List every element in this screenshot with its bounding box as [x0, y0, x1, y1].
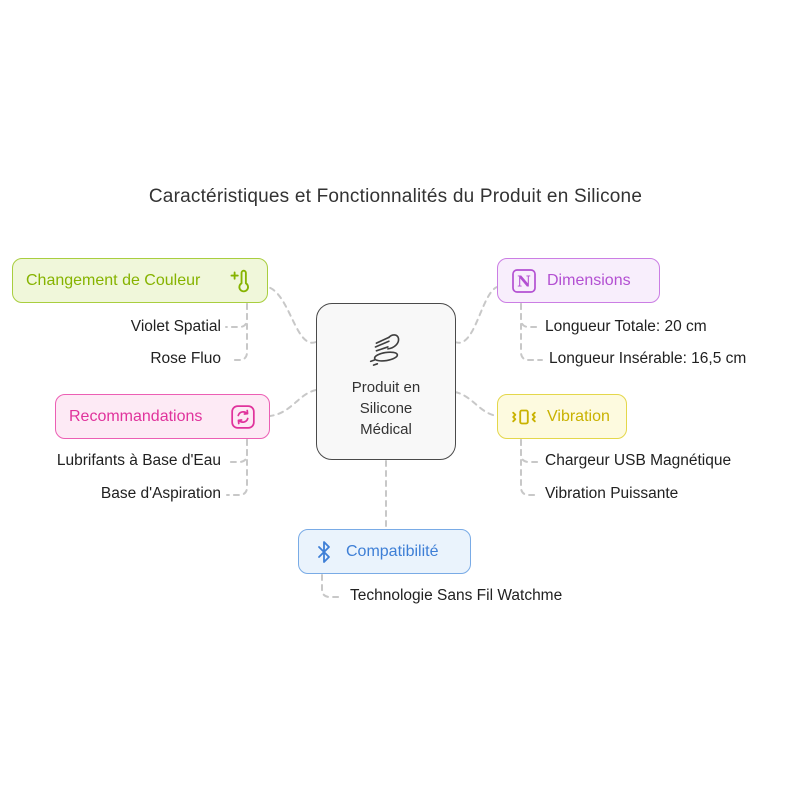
branch-changement-couleur[interactable]: Changement de Couleur — [12, 258, 268, 303]
branch-changement-couleur-label: Changement de Couleur — [26, 271, 201, 289]
leaf-vibration-puissante: Vibration Puissante — [545, 485, 679, 502]
hand-product-icon — [363, 323, 409, 369]
thermometer-plus-icon — [228, 268, 254, 294]
branch-recommandations[interactable]: Recommandations — [55, 394, 270, 439]
leaf-lubrifiants-base-eau: Lubrifants à Base d'Eau — [56, 452, 221, 469]
branch-recommandations-label: Recommandations — [69, 407, 203, 425]
branch-compatibilite-label: Compatibilité — [346, 542, 439, 560]
branch-vibration[interactable]: Vibration — [497, 394, 627, 439]
refresh-icon — [230, 404, 256, 430]
svg-text:N: N — [517, 272, 531, 290]
center-node[interactable]: Produit en Silicone Médical — [316, 303, 456, 460]
bluetooth-icon — [312, 540, 336, 564]
branch-dimensions[interactable]: N Dimensions — [497, 258, 660, 303]
center-node-label: Produit en Silicone Médical — [351, 379, 421, 438]
leaf-longueur-inserable: Longueur Insérable: 16,5 cm — [549, 350, 747, 367]
letter-n-icon: N — [511, 268, 537, 294]
leaf-base-aspiration: Base d'Aspiration — [100, 485, 221, 502]
leaf-rose-fluo: Rose Fluo — [150, 350, 221, 367]
leaf-longueur-totale: Longueur Totale: 20 cm — [545, 318, 707, 335]
leaf-chargeur-usb: Chargeur USB Magnétique — [545, 452, 732, 469]
branch-compatibilite[interactable]: Compatibilité — [298, 529, 471, 574]
leaf-technologie-sans-fil: Technologie Sans Fil Watchme — [350, 587, 563, 604]
diagram-title: Caractéristiques et Fonctionnalités du P… — [148, 186, 643, 207]
branch-dimensions-label: Dimensions — [547, 271, 631, 289]
leaf-violet-spatial: Violet Spatial — [130, 318, 221, 335]
vibrate-icon — [511, 404, 537, 430]
branch-vibration-label: Vibration — [547, 407, 610, 425]
